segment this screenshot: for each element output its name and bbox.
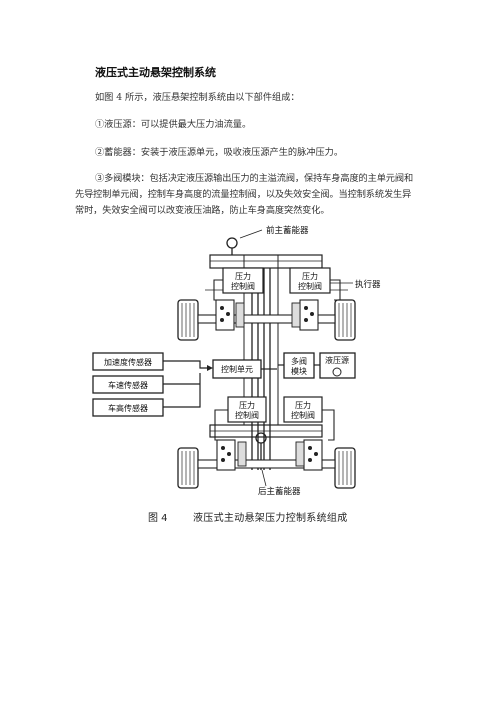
front-right-pressure-valve: 压力 控制阀 xyxy=(289,267,331,294)
svg-text:车速传感器: 车速传感器 xyxy=(108,380,148,390)
rear-right-pressure-valve: 压力 控制阀 xyxy=(283,396,323,423)
paragraph-accumulator: ②蓄能器：安装于液压源单元，吸收液压源产生的脉冲压力。 xyxy=(95,147,344,158)
paragraph-intro: 如图 4 所示，液压悬架控制系统由以下部件组成： xyxy=(95,92,300,103)
front-left-pressure-valve: 压力 控制阀 xyxy=(222,267,264,294)
svg-text:压力: 压力 xyxy=(239,400,255,410)
svg-text:控制阀: 控制阀 xyxy=(298,281,322,291)
section-title: 液压式主动悬架控制系统 xyxy=(95,66,216,79)
rear-left-pressure-valve: 压力 控制阀 xyxy=(227,396,267,423)
multi-valve-module: 多阀 模块 xyxy=(283,352,315,379)
rear-axle xyxy=(177,439,356,489)
svg-text:模块: 模块 xyxy=(291,366,307,376)
front-accumulator-label: 前主蓄能器 xyxy=(266,225,309,236)
paragraph-multi-valve: ③多阀模块：包括决定液压源输出压力的主溢流阀，保持车身高度的主单元阀和先导控制单… xyxy=(75,173,414,216)
svg-text:多阀: 多阀 xyxy=(291,356,307,366)
svg-text:加速度传感器: 加速度传感器 xyxy=(104,357,152,367)
control-unit: 控制单元 xyxy=(212,359,262,379)
paragraph-hydraulic-source: ①液压源：可以提供最大压力油流量。 xyxy=(95,119,252,130)
rear-accumulator-label: 后主蓄能器 xyxy=(258,486,301,497)
svg-text:压力: 压力 xyxy=(295,400,311,410)
actuator-label: 执行器 xyxy=(355,279,381,290)
front-axle xyxy=(177,299,356,341)
height-sensor: 车高传感器 xyxy=(92,398,164,417)
svg-text:车高传感器: 车高传感器 xyxy=(108,403,148,413)
svg-text:控制单元: 控制单元 xyxy=(221,364,253,374)
figure-number: 图 4 xyxy=(148,513,168,524)
svg-text:控制阀: 控制阀 xyxy=(235,410,259,420)
svg-text:压力: 压力 xyxy=(302,271,318,281)
speed-sensor: 车速传感器 xyxy=(92,375,164,394)
svg-text:控制阀: 控制阀 xyxy=(291,410,315,420)
svg-text:压力: 压力 xyxy=(235,271,251,281)
svg-text:液压源: 液压源 xyxy=(325,355,349,365)
hydraulic-source: 液压源 xyxy=(319,352,356,379)
acceleration-sensor: 加速度传感器 xyxy=(92,352,164,371)
figure-caption: 液压式主动悬架压力控制系统组成 xyxy=(193,513,348,524)
svg-text:控制阀: 控制阀 xyxy=(231,281,255,291)
